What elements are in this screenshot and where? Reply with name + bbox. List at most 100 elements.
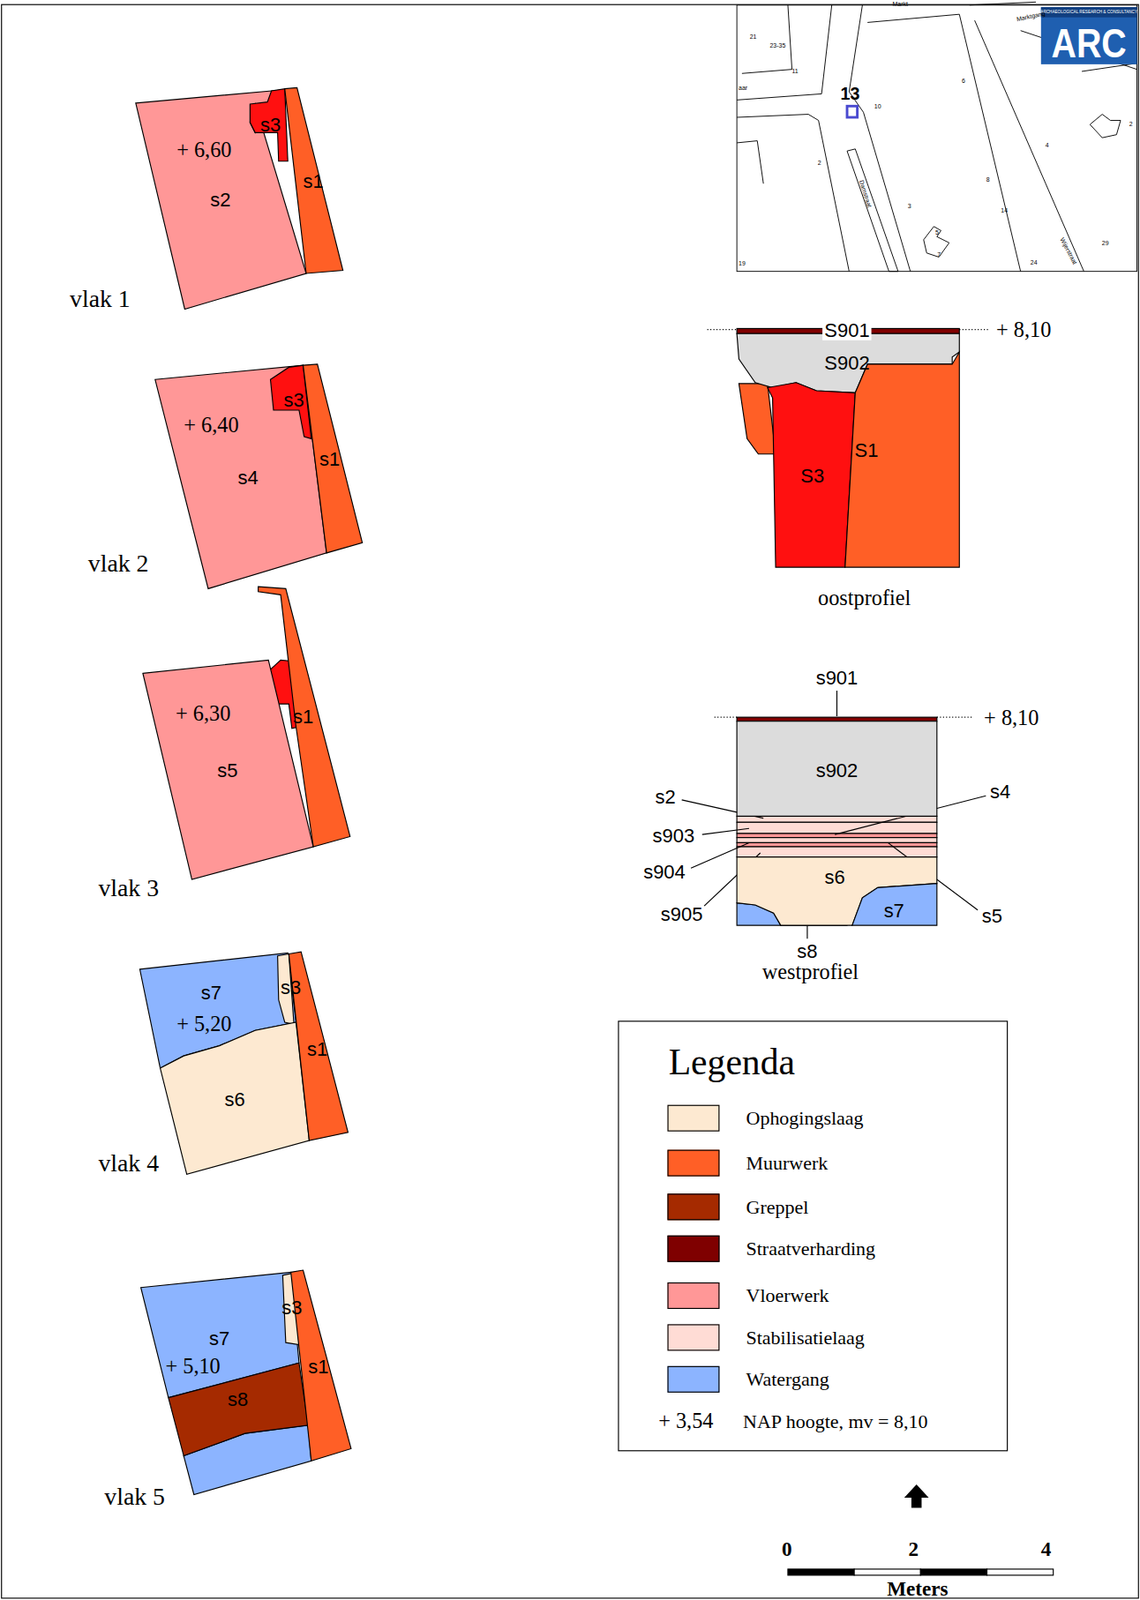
house-number: 29 bbox=[1102, 240, 1110, 247]
feature-number: s8 bbox=[796, 941, 818, 961]
feature-number: s3 bbox=[281, 1298, 302, 1319]
scale-segment bbox=[920, 1569, 987, 1576]
floor-area: + 6,30s5 bbox=[142, 660, 314, 880]
wall-strip: s1 bbox=[303, 364, 363, 554]
street-name: aar bbox=[738, 84, 748, 91]
leader-line bbox=[702, 828, 750, 835]
region-shape bbox=[135, 90, 307, 310]
region-shape bbox=[767, 382, 855, 568]
feature-number: s903 bbox=[652, 825, 696, 846]
region-shape bbox=[155, 365, 327, 589]
scale-segment bbox=[787, 1569, 855, 1576]
logo-block bbox=[1041, 7, 1138, 65]
street-edge bbox=[736, 141, 764, 185]
elevation-label: + 6,60 bbox=[176, 139, 232, 161]
feature-number: s3 bbox=[284, 390, 305, 410]
feature-number: S902 bbox=[824, 353, 870, 374]
leader-lines bbox=[682, 690, 987, 939]
feature-number: s902 bbox=[816, 760, 859, 780]
level-line bbox=[707, 329, 738, 330]
feature-number: s6 bbox=[825, 868, 846, 888]
level-line bbox=[937, 717, 972, 719]
elevation-label: + 8,10 bbox=[996, 320, 1051, 342]
street-edge bbox=[1081, 63, 1137, 72]
north-arrow bbox=[904, 1485, 930, 1509]
feature-number: s1 bbox=[307, 1039, 328, 1059]
elevation-label: + 6,40 bbox=[183, 414, 239, 436]
region-shape bbox=[845, 352, 960, 568]
feature-number: s7 bbox=[209, 1329, 230, 1350]
legend-swatch bbox=[667, 1324, 720, 1351]
street-edge bbox=[736, 5, 833, 101]
house-number: 7 bbox=[937, 252, 941, 259]
elevation-label: + 5,20 bbox=[176, 1013, 232, 1035]
house-number: 11 bbox=[791, 67, 798, 75]
street-edge bbox=[867, 14, 1021, 271]
building bbox=[923, 226, 950, 258]
region-shape bbox=[258, 586, 351, 848]
logo-subtitle: ARCHAEOLOGICAL RESEARCH & CONSULTANCY bbox=[1040, 10, 1138, 15]
legend-swatch bbox=[667, 1105, 720, 1133]
feature-number: s7 bbox=[201, 982, 222, 1003]
feature-number: s5 bbox=[982, 907, 1003, 927]
logo-text: ARC bbox=[1051, 22, 1127, 63]
feature-number: s3 bbox=[260, 114, 281, 135]
house-number: 10 bbox=[874, 103, 882, 110]
feature-number: s2 bbox=[655, 787, 676, 807]
house-number: 8 bbox=[986, 176, 990, 183]
house-number: 14 bbox=[1000, 207, 1008, 214]
street-edge bbox=[848, 5, 910, 272]
region-shape bbox=[736, 721, 938, 818]
legend-swatch bbox=[667, 1150, 720, 1178]
profile-title: oostprofiel bbox=[817, 588, 911, 610]
feature-number: s8 bbox=[227, 1390, 248, 1410]
north-arrow-head bbox=[904, 1485, 930, 1509]
feature-number: s2 bbox=[210, 190, 231, 210]
wall-strip: s1 bbox=[258, 586, 351, 848]
house-number: 21 bbox=[750, 33, 758, 40]
scale-number: 0 bbox=[781, 1538, 793, 1560]
street-edge bbox=[742, 5, 793, 74]
level-line bbox=[714, 717, 737, 719]
page-frame bbox=[1, 4, 1140, 1599]
legend-text: NAP hoogte, mv = 8,10 bbox=[742, 1411, 928, 1432]
feature-number: s5 bbox=[217, 760, 238, 780]
scale-number: 4 bbox=[1041, 1538, 1052, 1560]
house-number: 2 bbox=[817, 160, 822, 167]
plane-label: vlak 5 bbox=[104, 1485, 165, 1510]
house-number: 4 bbox=[1045, 142, 1050, 149]
location-map bbox=[736, 1, 1137, 271]
street-edge bbox=[736, 114, 849, 272]
region-shape bbox=[160, 1022, 310, 1175]
street-band bbox=[736, 717, 938, 722]
wall-fragment bbox=[738, 383, 776, 455]
region-shape bbox=[168, 1363, 308, 1456]
elevation-label: + 5,10 bbox=[165, 1357, 220, 1379]
legend-text: Straatverharding bbox=[746, 1239, 876, 1260]
profile-title: westprofiel bbox=[762, 961, 859, 983]
west-profile-art bbox=[714, 717, 972, 926]
layer-band bbox=[736, 816, 938, 823]
region-shape bbox=[249, 89, 288, 162]
plane-label: vlak 3 bbox=[97, 875, 159, 900]
street-name: Markt bbox=[892, 0, 908, 8]
legend-box bbox=[618, 1021, 1008, 1452]
street-strip bbox=[847, 149, 899, 272]
watergang-section: s7 bbox=[852, 884, 938, 926]
level-line bbox=[959, 329, 988, 330]
house-number: 23-35 bbox=[769, 43, 786, 50]
legend-text: Greppel bbox=[746, 1197, 810, 1217]
feature-number: s7 bbox=[884, 901, 905, 922]
feature-number: s905 bbox=[660, 904, 704, 924]
feature-number: s1 bbox=[319, 450, 340, 470]
legend-text: Watergang bbox=[746, 1370, 830, 1390]
scale-segment bbox=[854, 1569, 921, 1576]
region-shape bbox=[291, 1270, 352, 1462]
feature-number: S1 bbox=[855, 440, 879, 460]
pit-section: S3 bbox=[767, 382, 855, 568]
feature-number: s3 bbox=[280, 978, 301, 998]
wall-strip: s1 bbox=[285, 87, 344, 274]
layer-band bbox=[736, 838, 938, 844]
region-shape bbox=[303, 364, 363, 554]
layer-band bbox=[736, 822, 938, 834]
